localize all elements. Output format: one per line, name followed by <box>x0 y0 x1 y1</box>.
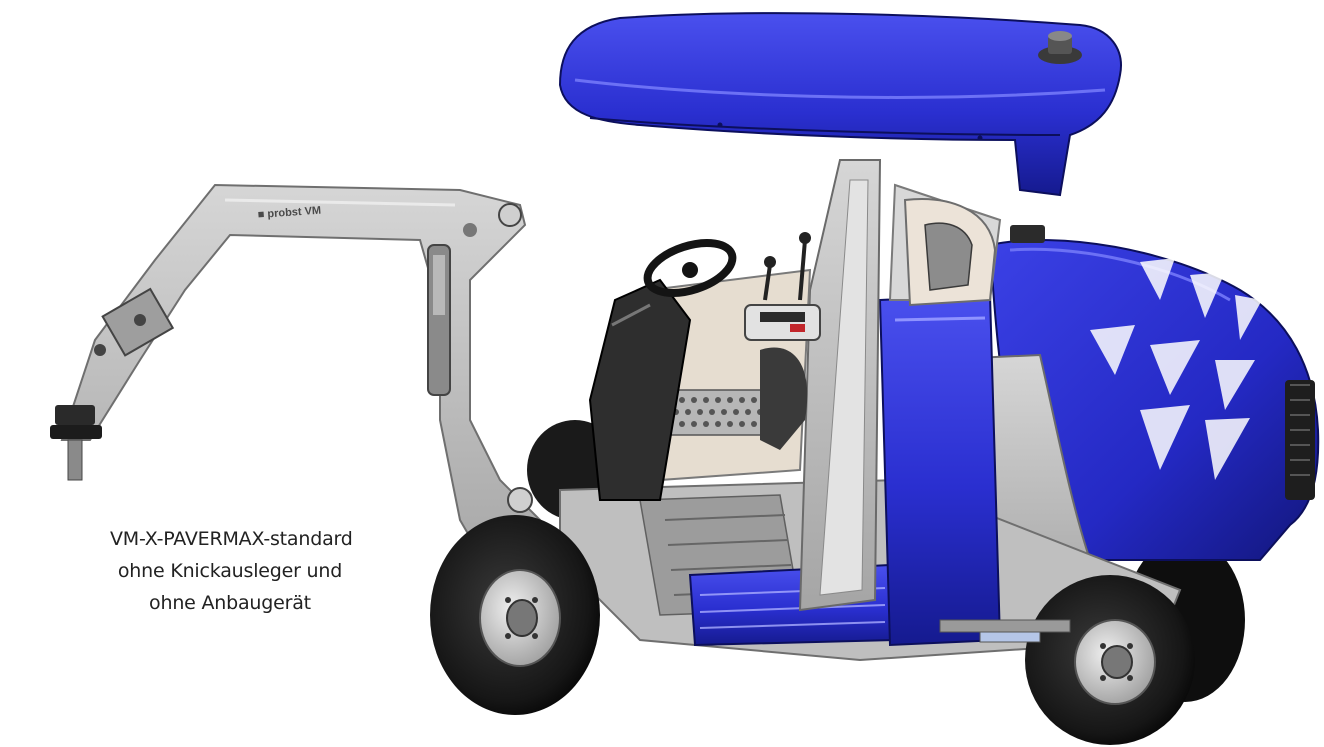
hood-vents <box>1090 258 1262 480</box>
boom-label: ■ probst VM <box>257 205 321 221</box>
caption-line-1: VM-X-PAVERMAX-standard <box>110 528 353 550</box>
beacon-lamp-icon <box>1038 31 1082 64</box>
rear-wheel <box>1025 575 1195 745</box>
figure-caption: VM-X-PAVERMAX-standard ohne Knickauslege… <box>110 523 353 619</box>
engine-hood <box>988 239 1320 561</box>
rotator-head-icon <box>50 405 102 481</box>
caption-line-3: ohne Anbaugerät <box>149 592 311 614</box>
roof-canopy <box>558 12 1122 197</box>
rear-suspension <box>939 619 1071 643</box>
side-mirror-icon <box>1010 225 1045 243</box>
steering-column <box>588 278 692 501</box>
front-wheel <box>430 515 600 715</box>
seat <box>903 198 997 307</box>
control-console <box>744 232 821 341</box>
caption-line-2: ohne Knickausleger und <box>117 560 343 582</box>
steering-wheel-icon <box>643 239 737 297</box>
